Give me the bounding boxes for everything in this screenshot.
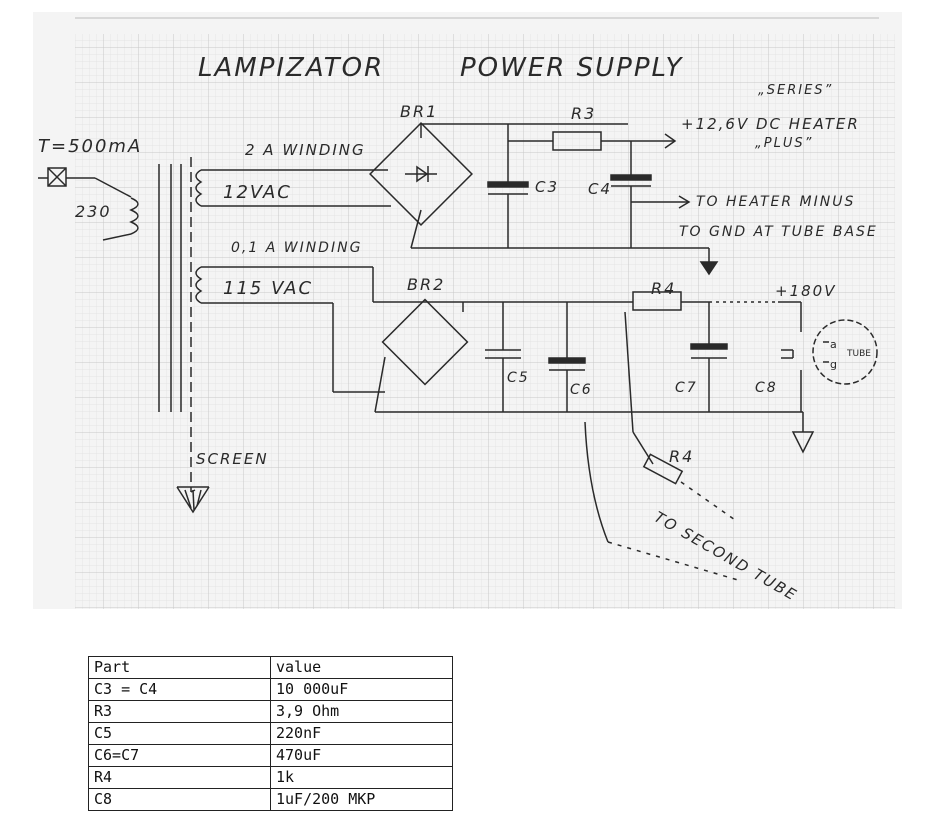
- part-cell: C3 = C4: [88, 678, 271, 701]
- tube-symbol: [812, 319, 878, 385]
- heater-winding-label: 2 A WINDING: [245, 141, 366, 159]
- capacitor-c7: [690, 343, 728, 350]
- hv-winding: [195, 266, 203, 304]
- plus-180v-label: +180V: [775, 282, 836, 300]
- part-cell: C6=C7: [88, 744, 271, 767]
- table-row: C6=C7 470uF: [88, 744, 453, 767]
- schematic-diagram: LAMPIZATOR POWER SUPPLY: [33, 12, 902, 609]
- screen-label: SCREEN: [196, 450, 269, 468]
- table-row: R4 1k: [88, 766, 453, 789]
- hv-winding-label: 0,1 A WINDING: [231, 240, 362, 256]
- c5-label: C5: [507, 370, 530, 386]
- mains-label: 230: [75, 202, 112, 221]
- table-row: C3 = C4 10 000uF: [88, 678, 453, 701]
- value-cell: 220nF: [270, 722, 453, 745]
- table-header-row: Part value: [88, 656, 453, 679]
- heater-plus-label: +12,6V DC HEATER: [681, 115, 860, 133]
- heater-vac-label: 12VAC: [223, 182, 292, 203]
- fuse-label: T=500mA: [38, 136, 142, 157]
- capacitor-c6: [548, 357, 586, 364]
- major-grid: [75, 34, 895, 609]
- r3-label: R3: [571, 104, 596, 123]
- value-cell: 470uF: [270, 744, 453, 767]
- heater-minus-label: TO HEATER MINUS: [696, 194, 855, 210]
- value-cell: 1uF/200 MKP: [270, 788, 453, 811]
- header-part: Part: [88, 656, 271, 679]
- heater-winding: [195, 169, 203, 207]
- table-row: C5 220nF: [88, 722, 453, 745]
- resistor-r4-branch: [642, 453, 684, 485]
- value-cell: 3,9 Ohm: [270, 700, 453, 723]
- hv-vac-label: 115 VAC: [223, 278, 313, 299]
- value-cell: 10 000uF: [270, 678, 453, 701]
- table-row: C8 1uF/200 MKP: [88, 788, 453, 811]
- capacitor-c4: [610, 174, 652, 181]
- header-value: value: [270, 656, 453, 679]
- c4-label: C4: [588, 180, 612, 198]
- r4-bottom-label: R4: [669, 447, 694, 466]
- capacitor-c3: [487, 181, 529, 188]
- table-row: R3 3,9 Ohm: [88, 700, 453, 723]
- c7-label: C7: [675, 380, 698, 396]
- gnd-tube-base-label: TO GND AT TUBE BASE: [679, 224, 878, 240]
- earth-symbol: [176, 486, 210, 514]
- plus-label: „PLUS”: [755, 136, 813, 151]
- part-cell: R3: [88, 700, 271, 723]
- br2-label: BR2: [407, 275, 445, 294]
- schematic-sheet: LAMPIZATOR POWER SUPPLY: [33, 12, 902, 609]
- r4-top-label: R4: [651, 279, 676, 298]
- ground-symbol: [791, 431, 815, 454]
- title-left: LAMPIZATOR: [198, 53, 384, 83]
- bridge-rectifier-br1: [369, 122, 473, 226]
- title-right: POWER SUPPLY: [460, 53, 683, 83]
- c6-label: C6: [570, 382, 593, 398]
- tube-label: TUBE: [846, 349, 871, 359]
- resistor-r4-main: [632, 291, 682, 311]
- c8-label: C8: [755, 380, 778, 396]
- c3-label: C3: [535, 178, 559, 196]
- tube-anode-label: a: [830, 338, 837, 351]
- value-cell: 1k: [270, 766, 453, 789]
- primary-winding: [129, 197, 139, 235]
- series-label: „SERIES”: [758, 83, 833, 98]
- fuse-symbol: [38, 167, 132, 241]
- tube-grid-label: g: [830, 358, 837, 371]
- ground-arrow: [699, 261, 719, 276]
- br1-label: BR1: [400, 102, 438, 121]
- parts-table: Part value C3 = C4 10 000uF R3 3,9 Ohm C…: [88, 656, 453, 811]
- part-cell: C8: [88, 788, 271, 811]
- part-cell: R4: [88, 766, 271, 789]
- part-cell: C5: [88, 722, 271, 745]
- bridge-rectifier-br2: [381, 298, 469, 386]
- transformer-core: [158, 164, 182, 412]
